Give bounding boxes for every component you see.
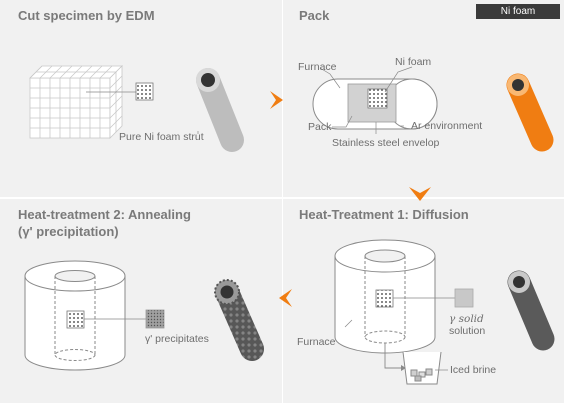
iced-brine-label: Iced brine [450, 364, 497, 376]
ni-foam-sample [367, 88, 388, 109]
pack-label: Pack [308, 121, 332, 133]
cut-panel-title: Cut specimen by EDM [18, 8, 155, 23]
strut-gray [196, 68, 244, 152]
strut-label: Pure Ni foam strut [119, 131, 204, 143]
panel-divider-horizontal [0, 197, 564, 199]
diffusion-panel-title: Heat-Treatment 1: Diffusion [299, 207, 469, 222]
annealing-sample [66, 310, 85, 329]
diffusion-furnace-label: Furnace [297, 336, 336, 348]
arrow-right-icon [270, 91, 283, 109]
panel-divider-vertical [282, 0, 283, 403]
strut-orange [506, 73, 554, 152]
specimen-cube [135, 82, 154, 101]
iced-brine-beaker [402, 351, 442, 385]
strut-foam [214, 279, 264, 361]
arrow-down-icon [409, 187, 431, 201]
diffusion-furnace [334, 239, 436, 354]
arrow-left-icon [279, 289, 292, 307]
edm-grid-block [29, 65, 123, 139]
pack-nifoam-label: Ni foam [395, 56, 432, 68]
annealing-furnace [24, 260, 126, 371]
solid-solution-label-line1: γ solid [449, 313, 484, 325]
annealing-panel-title: Heat-treatment 2: Annealing [18, 207, 191, 222]
annealing-panel-subtitle: (γ' precipitation) [18, 224, 119, 239]
envelop-label: Stainless steel envelop [332, 137, 440, 149]
precipitate-cube [145, 309, 165, 329]
solid-solution-cube [454, 288, 474, 308]
diffusion-sample [375, 289, 394, 308]
precipitates-label: γ' precipitates [145, 333, 209, 345]
pack-furnace-label: Furnace [298, 61, 337, 73]
ni-foam-badge: Ni foam [476, 4, 560, 19]
pack-panel-title: Pack [299, 8, 330, 23]
ar-environment-label: Ar environment [411, 120, 483, 132]
strut-dark [507, 270, 555, 351]
solid-solution-label-line2: solution [449, 325, 486, 337]
